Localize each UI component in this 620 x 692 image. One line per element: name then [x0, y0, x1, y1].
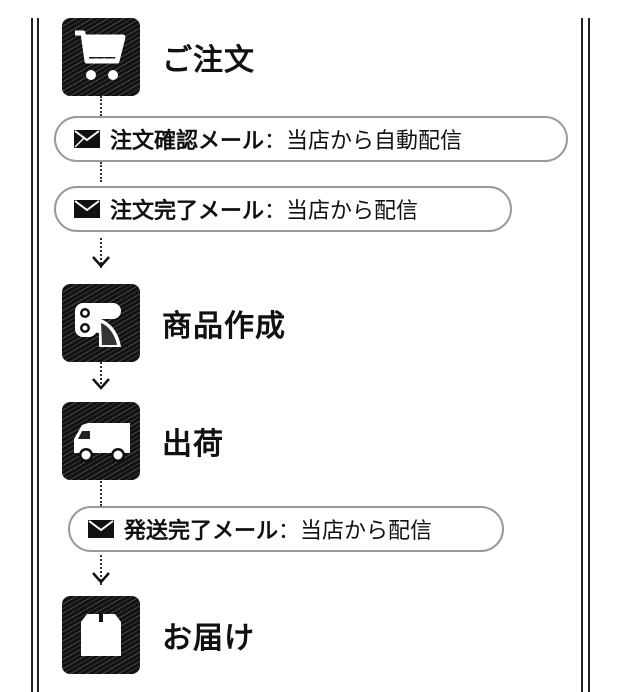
flow-connector: [100, 478, 102, 506]
envelope-icon: [74, 200, 100, 218]
email-title: 発送完了メール: [124, 519, 279, 544]
shopping-cart-icon: [62, 18, 140, 96]
flow-connector: [100, 162, 102, 182]
right-border-rail: [581, 18, 583, 692]
envelope-icon: [74, 130, 100, 148]
step-production: 商品作成: [62, 284, 286, 362]
step-order: ご注文: [62, 18, 255, 96]
flow-connector: [100, 362, 102, 388]
step-label: 出荷: [162, 427, 224, 462]
flow-connector: [100, 238, 102, 268]
delivery-truck-icon: [62, 402, 140, 480]
step-label: お届け: [162, 621, 255, 656]
step-label: ご注文: [162, 43, 255, 78]
right-border-rail: [588, 18, 590, 692]
step-label: 商品作成: [162, 309, 286, 344]
package-box-icon: [62, 596, 140, 674]
email-description: 当店から配信: [300, 519, 433, 544]
email-title: 注文完了メール: [110, 199, 265, 224]
arrow-down-icon: [92, 572, 110, 584]
email-description: 当店から自動配信: [286, 129, 463, 154]
flow-connector: [100, 96, 102, 116]
email-notification-pill: 注文完了メール：当店から配信: [54, 186, 512, 232]
step-delivery: お届け: [62, 596, 255, 674]
email-description: 当店から配信: [286, 199, 419, 224]
email-notification-pill: 発送完了メール：当店から配信: [68, 506, 504, 552]
flow-connector: [100, 555, 102, 585]
step-shipping: 出荷: [62, 402, 224, 480]
email-title: 注文確認メール: [110, 129, 265, 154]
email-notification-pill: 注文確認メール：当店から自動配信: [54, 116, 568, 162]
envelope-icon: [88, 520, 114, 538]
arrow-down-icon: [92, 256, 110, 268]
arrow-down-icon: [92, 378, 110, 390]
left-border-rail: [37, 18, 39, 692]
left-border-rail: [31, 18, 33, 692]
printer-icon: [62, 284, 140, 362]
